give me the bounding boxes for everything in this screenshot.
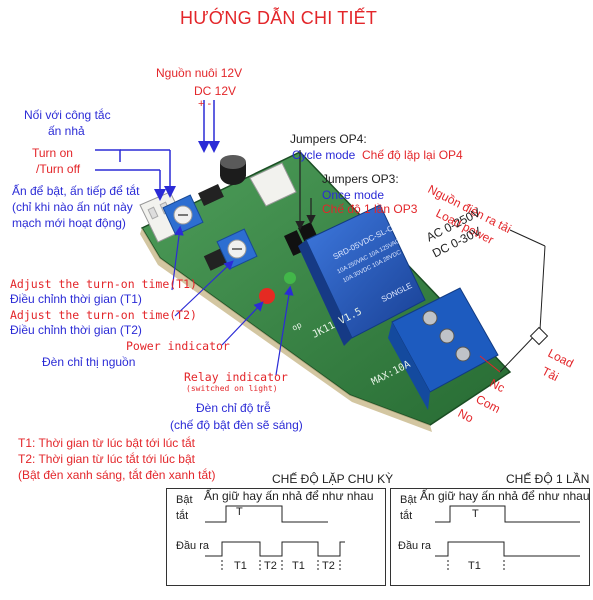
jumper-op3-label: Jumpers OP3: xyxy=(322,172,399,186)
note-t1: T1: Thời gian từ lúc bật tới lúc tắt xyxy=(18,436,195,450)
power-led-icon xyxy=(259,288,275,304)
ic-chip xyxy=(198,184,224,206)
potentiometer-t2 xyxy=(216,228,258,270)
cycle-panel xyxy=(166,488,386,586)
cycle-t1-label-b: T1 xyxy=(292,560,305,572)
power-indicator-en: Power indicator xyxy=(126,339,230,353)
page-title: HƯỚNG DẪN CHI TIẾT xyxy=(180,8,378,28)
once-mode-en: Once mode xyxy=(322,188,385,202)
note-t2: T2: Thời gian từ lúc tắt tới lúc bật xyxy=(18,452,195,466)
once-row2: Đầu ra xyxy=(398,540,432,552)
capacitor xyxy=(220,155,246,185)
cycle-timing-diagram xyxy=(205,505,345,572)
relay xyxy=(298,204,426,346)
press-hint-line1: Ấn để bật, ấn tiếp để tắt xyxy=(12,184,140,198)
adjust-t2-en: Adjust the turn-on time(T2) xyxy=(10,308,197,322)
cycle-t1-label-a: T1 xyxy=(234,560,247,572)
once-row1-line2: tắt xyxy=(400,510,413,522)
switch-connect-line2: ấn nhả xyxy=(48,124,85,138)
jumper-op4-label: Jumpers OP4: xyxy=(290,132,367,146)
relay-indicator-vi2: (chế độ bật đèn sẽ sáng) xyxy=(170,418,303,432)
potentiometer-t1 xyxy=(162,194,204,236)
power-polarity: + - xyxy=(198,98,212,110)
turn-on-label: Turn on xyxy=(32,146,73,160)
note-t3: (Bật đèn xanh sáng, tắt đèn xanh tắt) xyxy=(18,468,216,482)
power-supply-label: Nguồn nuôi 12V xyxy=(156,66,243,80)
once-panel xyxy=(390,488,590,586)
cycle-mode-vi: Chế độ lặp lại OP4 xyxy=(362,148,463,162)
load-icon xyxy=(529,326,549,346)
terminal-block xyxy=(388,287,499,410)
adjust-t1-en: Adjust the turn-on time(T1) xyxy=(10,277,197,291)
press-hint-line3: mạch mới hoạt động) xyxy=(12,216,126,230)
once-t-label: T xyxy=(472,508,479,520)
once-title: CHẾ ĐỘ 1 LẦN xyxy=(506,472,590,486)
turn-off-label: /Turn off xyxy=(36,162,81,176)
once-row1-line1: Bật xyxy=(400,494,417,506)
press-hint-line2: (chỉ khi nào ấn nút này xyxy=(12,200,133,214)
cycle-t2-label-a: T2 xyxy=(264,560,277,572)
once-timing-diagram xyxy=(435,505,580,572)
cycle-row2: Đầu ra xyxy=(176,540,210,552)
cycle-title: CHẾ ĐỘ LẶP CHU KỲ xyxy=(272,472,394,486)
cycle-mode-en: Cycle mode xyxy=(292,148,356,162)
relay-indicator-vi1: Đèn chỉ độ trễ xyxy=(196,401,271,415)
relay-led-icon xyxy=(284,272,296,284)
power-indicator-vi: Đèn chỉ thị nguồn xyxy=(42,355,136,369)
relay-indicator-en: Relay indicator xyxy=(184,370,288,384)
adjust-t1-vi: Điều chỉnh thời gian (T1) xyxy=(10,292,142,306)
cycle-row1-line1: Bật xyxy=(176,494,193,506)
power-connector xyxy=(249,162,297,207)
power-dc-label: DC 12V xyxy=(194,84,237,98)
relay-indicator-sub: (switched on light) xyxy=(186,384,278,393)
once-mode-vi: Chế độ 1 lần OP3 xyxy=(322,202,418,216)
adjust-t2-vi: Điều chỉnh thời gian (T2) xyxy=(10,323,142,337)
once-hint: Ấn giữ hay ấn nhả để như nhau xyxy=(420,489,590,503)
cycle-row1-line2: tắt xyxy=(176,510,189,522)
cycle-hint: Ấn giữ hay ấn nhả để như nhau xyxy=(204,489,374,503)
cycle-t2-label-b: T2 xyxy=(322,560,335,572)
switch-connect-line1: Nối với công tắc xyxy=(24,108,111,122)
cycle-t-label: T xyxy=(236,506,243,518)
once-t1-label: T1 xyxy=(468,560,481,572)
